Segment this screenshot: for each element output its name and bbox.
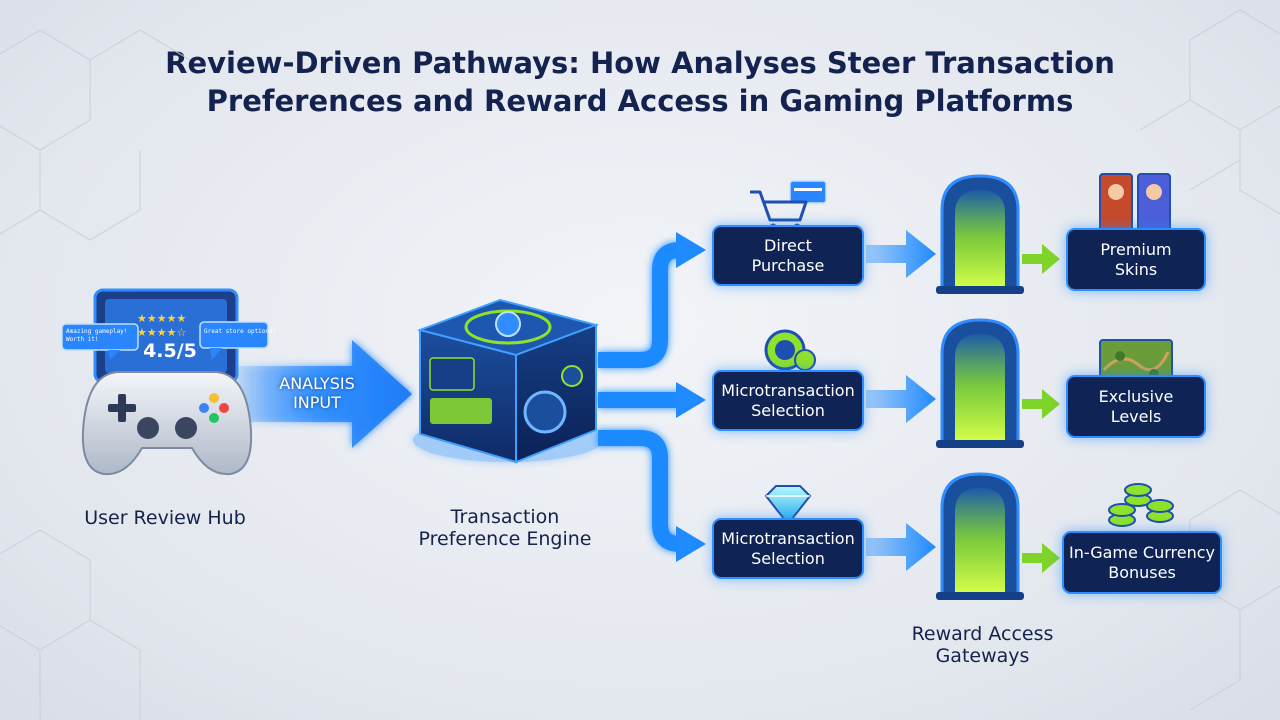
- reward-gateways-label-line-2: Gateways: [935, 645, 1030, 667]
- pathway-direct-purchase-line-1: Direct: [764, 235, 812, 255]
- pathway-to-gateway-arrows: [866, 230, 936, 571]
- review-rating: 4.5/5: [143, 340, 197, 362]
- game-controller-icon: [81, 371, 253, 476]
- pathway-direct-purchase[interactable]: Direct Purchase: [712, 225, 864, 286]
- review-monitor-icon: ★★★★★ ★★★★☆: [93, 288, 239, 384]
- reward-currency-line-1: In-Game Currency: [1068, 542, 1216, 562]
- review-bubble-left-line-2: Worth it!: [66, 336, 99, 343]
- reward-gateway-1: [936, 174, 1024, 294]
- pathway-microtransaction-2-line-2: Selection: [751, 548, 825, 568]
- background-hex-pattern: [0, 9, 1280, 720]
- reward-exclusive-levels-line-1: Exclusive: [1098, 386, 1174, 406]
- page-title: Review-Driven Pathways: How Analyses Ste…: [0, 44, 1280, 120]
- svg-text:★★★★★: ★★★★★: [137, 312, 186, 325]
- reward-in-game-currency-bonuses[interactable]: In-Game Currency Bonuses: [1062, 531, 1222, 594]
- coin-stack-icon: [1108, 483, 1174, 527]
- title-line-2: Preferences and Reward Access in Gaming …: [206, 84, 1074, 118]
- shopping-cart-icon: [750, 180, 827, 231]
- review-bubble-right-text: Great store options!: [204, 328, 277, 335]
- reward-gateways-label-line-1: Reward Access: [911, 623, 1054, 645]
- analysis-input-label: ANALYSIS INPUT: [262, 374, 372, 412]
- transaction-engine-label-line-1: Transaction: [450, 506, 560, 528]
- engine-connector-arrowheads: [676, 232, 706, 562]
- review-bubble-left: [61, 323, 139, 360]
- reward-premium-skins-line-1: Premium: [1100, 239, 1172, 259]
- reward-premium-skins[interactable]: Premium Skins: [1066, 228, 1206, 291]
- transaction-engine-label: Transaction Preference Engine: [400, 506, 610, 550]
- coin-icon: [764, 329, 816, 371]
- user-review-hub-label: User Review Hub: [84, 507, 246, 529]
- character-skins-icon: [1099, 173, 1171, 241]
- review-bubble-left-line-1: Amazing gameplay!: [66, 328, 128, 335]
- engine-connectors: [598, 242, 684, 552]
- gateway-to-reward-arrows: [1022, 244, 1060, 573]
- transaction-engine-cube: [413, 298, 603, 464]
- reward-premium-skins-line-2: Skins: [1114, 259, 1158, 279]
- pathway-direct-purchase-line-2: Purchase: [751, 255, 825, 275]
- pathway-microtransaction-1-line-1: Microtransaction: [721, 380, 855, 400]
- review-bubble-left-text: Amazing gameplay! Worth it!: [66, 328, 127, 344]
- analysis-input-line-1: ANALYSIS: [279, 374, 355, 393]
- svg-text:★★★★☆: ★★★★☆: [137, 326, 186, 339]
- pathway-microtransaction-selection-2[interactable]: Microtransaction Selection: [712, 518, 864, 579]
- review-bubble-right: [199, 321, 269, 360]
- pathway-microtransaction-selection-1[interactable]: Microtransaction Selection: [712, 370, 864, 431]
- reward-exclusive-levels[interactable]: Exclusive Levels: [1066, 375, 1206, 438]
- transaction-engine-label-line-2: Preference Engine: [418, 528, 592, 550]
- reward-gateways-label: Reward Access Gateways: [880, 623, 1085, 667]
- reward-gateway-3: [936, 472, 1024, 600]
- reward-gateway-2: [936, 318, 1024, 448]
- analysis-input-arrow: [235, 340, 412, 448]
- pathway-microtransaction-2-line-1: Microtransaction: [721, 528, 855, 548]
- analysis-input-line-2: INPUT: [293, 393, 341, 412]
- title-line-1: Review-Driven Pathways: How Analyses Ste…: [165, 46, 1115, 80]
- reward-exclusive-levels-line-2: Levels: [1110, 406, 1162, 426]
- reward-currency-line-2: Bonuses: [1108, 562, 1176, 582]
- pathway-microtransaction-1-line-2: Selection: [751, 400, 825, 420]
